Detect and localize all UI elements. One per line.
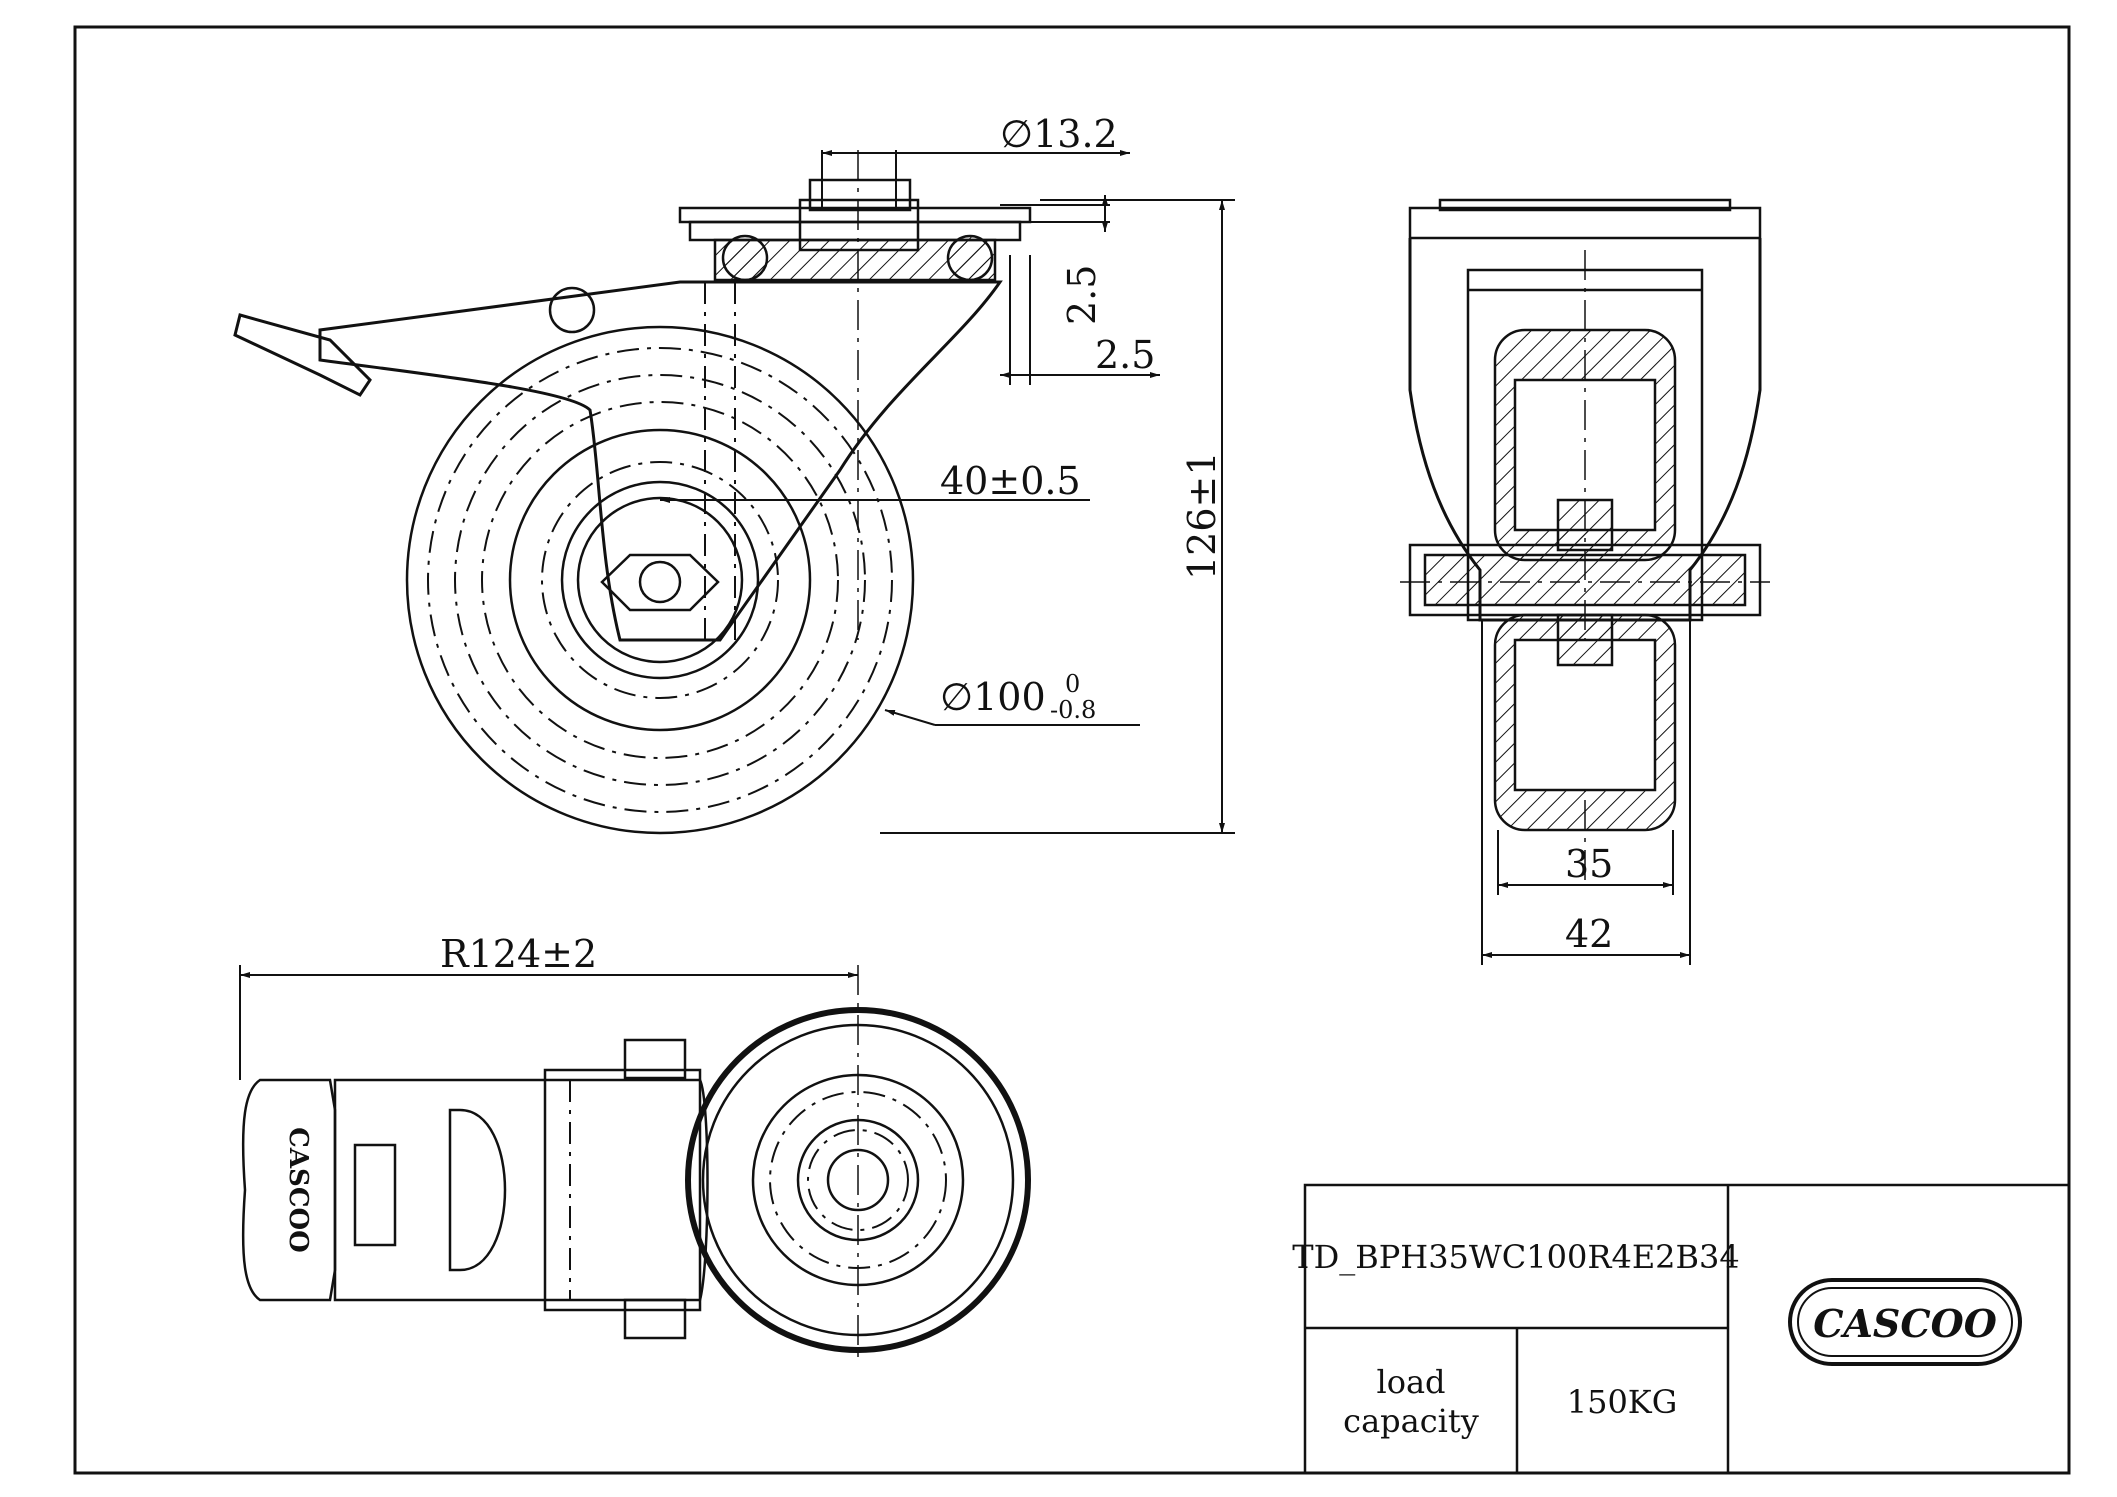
fork [318,280,1003,642]
brake-lever-top [241,1078,337,1302]
plate-offset-label: 2.5 [1095,333,1155,377]
height-label: 126±1 [1180,451,1224,580]
tread-width-label: 35 [1565,842,1613,886]
front-top-plate [1408,206,1762,240]
top-view [239,965,1031,1360]
top-wheel [685,1007,1031,1353]
wheel-tol-upper: 0 [1065,670,1080,698]
side-wheel-outer [405,325,915,835]
load-capacity-value: 150KG [1567,1383,1678,1421]
overall-width-label: 42 [1565,912,1613,956]
top-frame [333,1078,709,1302]
front-view [1400,198,1770,880]
swivel-offset-label: 40±0.5 [940,459,1081,503]
side-view [233,150,1032,835]
drawing-border [73,25,2071,1475]
brake-pedal [233,313,372,397]
swivel-radius-label: R124±2 [440,932,597,976]
logo-on-brake-pedal: CASCOO [283,1127,313,1253]
axle-nut [600,553,720,612]
plate-thickness-label: 2.5 [1060,265,1104,325]
load-capacity-label-line2: capacity [1343,1402,1479,1440]
company-logo: CASCOO [1788,1278,2022,1366]
logo-text: CASCOO [1813,1301,1997,1346]
front-view-dimensions [1481,620,1691,965]
bore-dim-label: ∅13.2 [1000,112,1118,156]
side-view-dimensions [660,150,1235,834]
title-block [1303,1183,2071,1475]
part-number: TD_BPH35WC100R4E2B34 [1292,1238,1740,1276]
wheel-tol-lower: -0.8 [1050,696,1096,724]
wheel-diameter-label: ∅100 [940,675,1046,719]
load-capacity-label-line1: load [1376,1363,1445,1401]
